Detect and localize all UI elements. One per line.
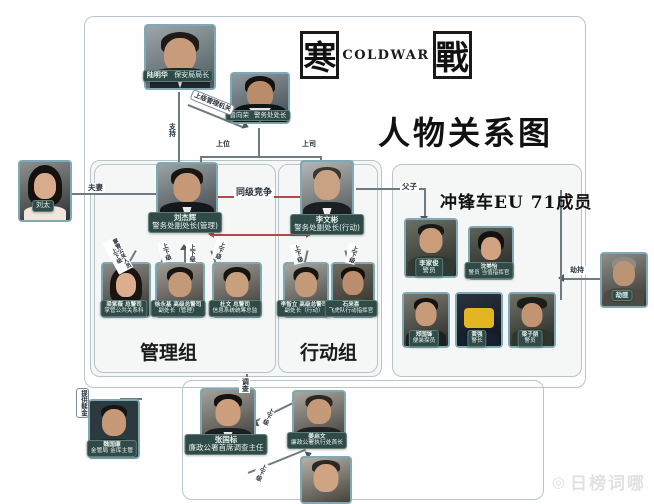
label-name-lizhili: 李智立 高级总警司 bbox=[280, 302, 328, 308]
label-name-liang: 梁子朋 bbox=[521, 332, 539, 338]
label-title-xu: 副处长（管理） bbox=[158, 308, 198, 315]
weibo-icon: ◎ bbox=[551, 473, 565, 491]
nameplate-mrs-lau: 刘太 bbox=[32, 200, 54, 212]
line-peer-rivalry-2 bbox=[210, 234, 310, 236]
label-name-mrs-lau: 刘太 bbox=[36, 201, 50, 209]
line-fatherson-v bbox=[424, 188, 426, 218]
label-title-lee: 警务处副处长(行动) bbox=[294, 223, 360, 233]
line-couple bbox=[68, 193, 168, 195]
page-title: 人物关系图 bbox=[378, 114, 554, 152]
edge-label-provide-ransom: 提供赎金 bbox=[76, 388, 90, 418]
photo-lower-right-extra bbox=[302, 458, 350, 502]
label-title-lizhili: 副处长（行动） bbox=[284, 308, 324, 315]
nameplate-lau-kitfai: 刘杰辉 警务处副处长(管理) bbox=[148, 212, 222, 233]
edge-label-support: 支持 bbox=[166, 122, 178, 138]
label-title-leung: 掌管公共关系科 bbox=[104, 308, 144, 315]
label-title-shen: 警员 当值指挥官 bbox=[468, 270, 510, 277]
edge-label-peer-rivalry: 同级竞争 bbox=[234, 188, 275, 200]
logo-glyph-right: 戰 bbox=[432, 31, 472, 79]
arrow-rivalry2-left bbox=[208, 230, 214, 238]
label-name-leung: 梁紫薇 总警司 bbox=[106, 302, 142, 308]
section-title-management-group: 管理组 bbox=[140, 342, 198, 364]
label-name-xu: 徐永基 高级总警司 bbox=[154, 302, 202, 308]
nameplate-shi-laixi: 石来喜 飞虎队行动指挥官 bbox=[324, 300, 378, 317]
label-name-du: 杜文 总警司 bbox=[220, 302, 250, 308]
edge-label-couple: 夫妻 bbox=[86, 183, 105, 193]
line-lu-to-lau bbox=[178, 92, 180, 170]
coldwar-logo: 寒 COLDWAR 戰 bbox=[300, 26, 472, 84]
line-hijack bbox=[560, 278, 608, 280]
line-hijack-drop bbox=[560, 190, 562, 300]
label-name-wei: 魏国廉 bbox=[103, 442, 121, 448]
label-name-shi: 石来喜 bbox=[342, 302, 360, 308]
label-title-du: 信息系统统筹总监 bbox=[212, 308, 258, 315]
nameplate-huang-qiang: 黄强 警长 bbox=[467, 330, 487, 347]
label-title-lu: 保安局局长 bbox=[174, 71, 210, 79]
nameplate-lee-manbun: 李文彬 警务处副处长(行动) bbox=[290, 214, 364, 235]
edge-label-subordinate-b: 上下级 bbox=[186, 243, 197, 263]
nameplate-shen-meiyi: 沈美怡 警员 当值指挥官 bbox=[464, 262, 514, 279]
nameplate-lu-minghua: 陆明华 保安局局长 bbox=[142, 70, 214, 82]
line-zeng-bus bbox=[200, 156, 320, 158]
line-zeng-to-lau bbox=[258, 128, 260, 156]
section-title-eu71: 冲锋车EU 71成员 bbox=[440, 193, 593, 213]
edge-label-superior-2: 上司 bbox=[300, 140, 318, 150]
label-title-lau: 警务处副处长(管理) bbox=[152, 221, 218, 231]
edge-label-hijack: 劫持 bbox=[568, 266, 586, 276]
edge-label-investigate: 调查 bbox=[239, 377, 251, 393]
label-name-lijiajun: 李家俊 bbox=[419, 259, 439, 267]
nameplate-du-wen: 杜文 总警司 信息系统统筹总监 bbox=[208, 300, 262, 317]
nameplate-zheng-guofeng: 郑国锋 便装探员 bbox=[408, 330, 440, 347]
label-title-jiang: 廉政公署执行处首长 bbox=[290, 440, 344, 447]
section-title-action-group: 行动组 bbox=[300, 342, 358, 364]
nameplate-wei-guolian: 魏国廉 金管局 金库主管 bbox=[86, 440, 138, 457]
label-name-jiang: 姜启文 bbox=[308, 434, 326, 440]
card-lower-right-extra[interactable] bbox=[300, 456, 352, 504]
label-title-lijiajun: 警员 bbox=[422, 266, 436, 275]
outer-panel-top bbox=[84, 16, 586, 388]
nameplate-li-zhili: 李智立 高级总警司 副处长（行动） bbox=[276, 300, 332, 317]
label-title-zeng: 警务处处长 bbox=[254, 111, 287, 119]
label-name-zheng: 郑国锋 bbox=[415, 332, 433, 338]
label-name-lee: 李文彬 bbox=[315, 215, 339, 224]
line-lau-down bbox=[184, 246, 186, 262]
nameplate-jiang-qiwen: 姜启文 廉政公署执行处首长 bbox=[286, 432, 348, 449]
label-title-wei: 金管局 金库主管 bbox=[90, 448, 134, 455]
card-mrs-lau[interactable] bbox=[18, 160, 72, 222]
nameplate-zhang-guobiao: 张国标 廉政公署首席调查主任 bbox=[184, 434, 268, 455]
nameplate-leung-ziwei: 梁紫薇 总警司 掌管公共关系科 bbox=[100, 300, 148, 317]
nameplate-li-jiajun: 李家俊 警员 bbox=[415, 258, 443, 277]
label-name-shen: 沈美怡 bbox=[480, 264, 498, 270]
label-name-huang: 黄强 bbox=[471, 332, 483, 338]
label-title-huang: 警长 bbox=[471, 338, 483, 345]
logo-glyph-left: 寒 bbox=[300, 31, 340, 79]
label-name-lu: 陆明华 bbox=[146, 71, 168, 79]
nameplate-liang-zipeng: 梁子朋 警员 bbox=[517, 330, 543, 347]
label-name-lau: 刘杰辉 bbox=[173, 213, 197, 222]
line-ransom-h bbox=[120, 398, 142, 400]
label-title-zheng: 便装探员 bbox=[412, 338, 436, 345]
nameplate-hijacker: 劫匪 bbox=[611, 290, 633, 302]
arrow-lau-up-a bbox=[180, 244, 188, 250]
label-title-shi: 飞虎队行动指挥官 bbox=[328, 308, 374, 315]
nameplate-zeng-xiangrong: 曾向荣 警务处处长 bbox=[225, 110, 291, 122]
label-title-liang: 警员 bbox=[524, 338, 536, 345]
label-name-hijacker: 劫匪 bbox=[615, 291, 629, 299]
label-title-zhang: 廉政公署首席调查主任 bbox=[188, 443, 264, 453]
line-fatherson-h bbox=[356, 188, 424, 190]
watermark: ◎ 日榜词哪 bbox=[551, 469, 646, 495]
edge-label-father-son: 父子 bbox=[400, 182, 419, 192]
label-name-zeng: 曾向荣 bbox=[229, 111, 249, 119]
logo-wordmark: COLDWAR bbox=[342, 47, 430, 63]
nameplate-xu-yongji: 徐永基 高级总警司 副处长（管理） bbox=[150, 300, 206, 317]
edge-label-superior-1: 上位 bbox=[214, 140, 232, 150]
watermark-text: 日榜词哪 bbox=[570, 474, 646, 494]
label-name-zhang: 张国标 bbox=[214, 435, 238, 444]
